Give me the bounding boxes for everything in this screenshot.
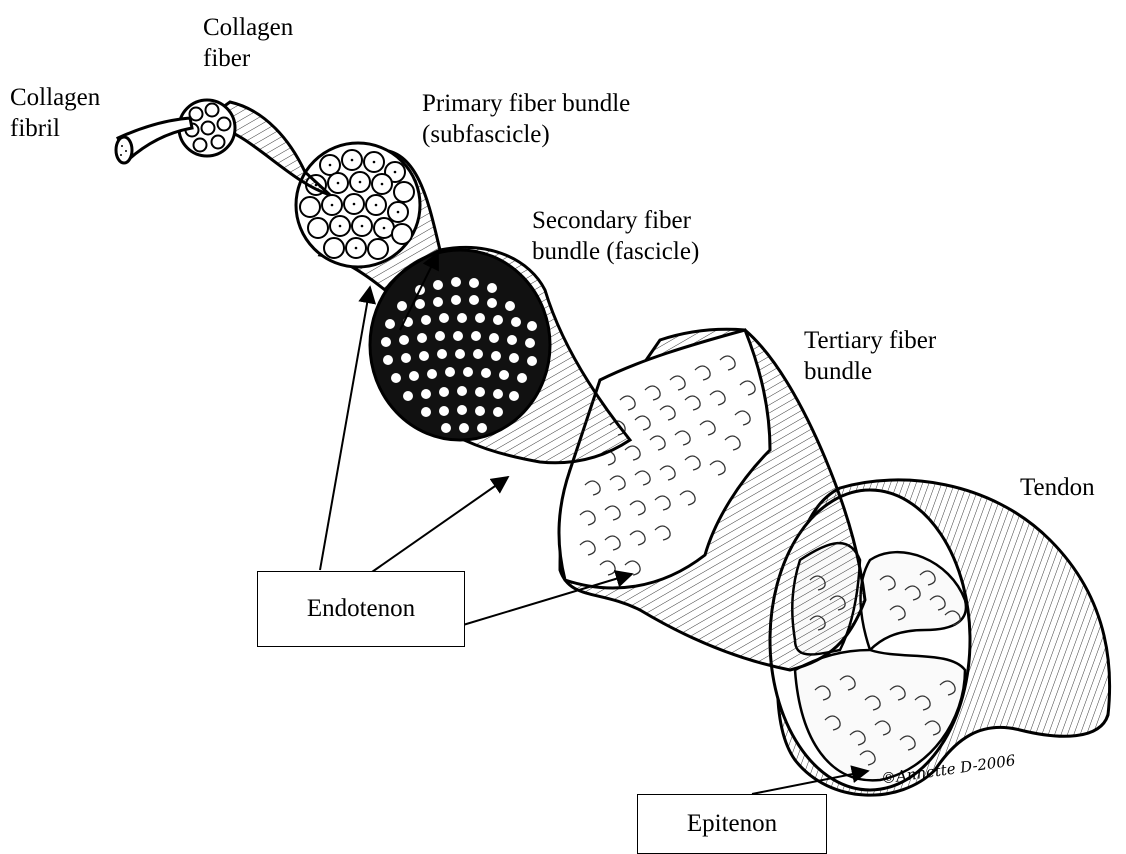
- collagen-fiber-label-line1: Collagen: [203, 12, 293, 43]
- collagen-fiber-shape: [179, 100, 330, 195]
- tertiary-bundle-label-line2: bundle: [804, 356, 936, 387]
- endotenon-box: Endotenon: [257, 571, 465, 647]
- primary-bundle-label-line1: Primary fiber bundle: [422, 88, 630, 119]
- collagen-fibril-label-line2: fibril: [10, 113, 100, 144]
- tendon-hierarchy-diagram: Collagen fibril Collagen fiber Primary f…: [0, 0, 1126, 832]
- secondary-bundle-label: Secondary fiber bundle (fascicle): [532, 205, 699, 267]
- epitenon-box: Epitenon: [637, 794, 827, 854]
- secondary-bundle-label-line2: bundle (fascicle): [532, 236, 699, 267]
- secondary-bundle-shape: [370, 247, 630, 462]
- secondary-bundle-label-line1: Secondary fiber: [532, 205, 699, 236]
- collagen-fibril-label: Collagen fibril: [10, 82, 100, 144]
- arrow-endotenon-to-primary: [320, 287, 370, 570]
- tertiary-bundle-label: Tertiary fiber bundle: [804, 325, 936, 387]
- primary-bundle-label: Primary fiber bundle (subfascicle): [422, 88, 630, 150]
- primary-bundle-label-line2: (subfascicle): [422, 119, 630, 150]
- collagen-fiber-label-line2: fiber: [203, 43, 293, 74]
- collagen-fiber-label: Collagen fiber: [203, 12, 293, 74]
- collagen-fibril-label-line1: Collagen: [10, 82, 100, 113]
- tendon-label: Tendon: [1020, 472, 1095, 503]
- arrow-endotenon-to-secondary: [372, 477, 508, 572]
- tertiary-bundle-label-line1: Tertiary fiber: [804, 325, 936, 356]
